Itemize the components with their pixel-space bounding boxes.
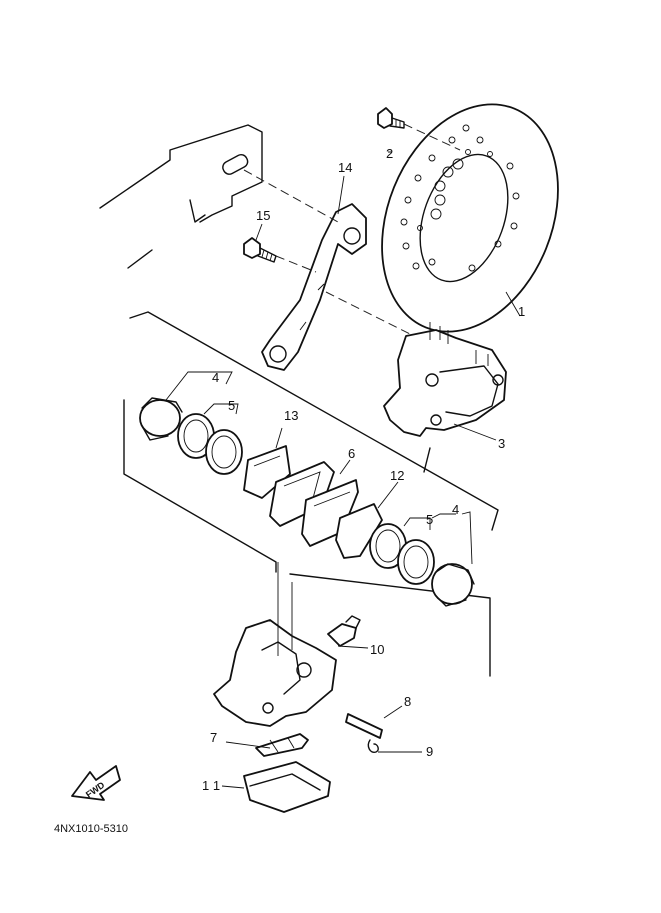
- callout-5-right: 5: [426, 512, 433, 527]
- piston-right[interactable]: [431, 563, 475, 607]
- reference-lines: [221, 123, 521, 789]
- piston-left[interactable]: [139, 397, 183, 441]
- callout-4-left: 4: [212, 370, 219, 385]
- seal-left-2[interactable]: [205, 429, 243, 475]
- catalog-code: 4NX1010-5310: [54, 823, 128, 835]
- callout-4-right: 4: [452, 502, 459, 517]
- callout-5-left: 5: [228, 398, 235, 413]
- pad-shim-12[interactable]: [335, 503, 383, 559]
- caliper-stem-line: [423, 447, 431, 473]
- torque-rod-bolt[interactable]: [243, 237, 277, 263]
- assembly-group-frame: [129, 311, 499, 531]
- disc-bolt[interactable]: [377, 107, 405, 129]
- caliper-body-lower[interactable]: [213, 619, 337, 727]
- swingarm-outline: [99, 124, 263, 269]
- callout-14: 14: [338, 160, 352, 175]
- callout-13: 13: [284, 408, 298, 423]
- seal-right-2[interactable]: [397, 539, 435, 585]
- pin-clip[interactable]: [367, 739, 379, 753]
- callout-15: 15: [256, 208, 270, 223]
- callout-1: 1: [518, 304, 525, 319]
- torque-rod[interactable]: [261, 203, 367, 371]
- callout-12: 12: [390, 468, 404, 483]
- brake-disc[interactable]: [350, 78, 590, 358]
- callout-8: 8: [404, 694, 411, 709]
- callout-3: 3: [498, 436, 505, 451]
- callout-7: 7: [210, 730, 217, 745]
- callout-10: 10: [370, 642, 384, 657]
- pad-cover[interactable]: [243, 761, 331, 813]
- callout-9: 9: [426, 744, 433, 759]
- callout-2: 2: [386, 146, 393, 161]
- callout-6: 6: [348, 446, 355, 461]
- assembly-group-frame-right: [289, 573, 491, 677]
- callout-brackets: [165, 371, 473, 565]
- caliper-pin[interactable]: [345, 713, 383, 739]
- bleed-screw[interactable]: [327, 615, 361, 647]
- assembly-group-frame-left: [123, 399, 277, 573]
- callout-11: 1 1: [202, 778, 220, 793]
- forward-arrow-icon: FWD: [71, 765, 121, 801]
- caliper-assembly[interactable]: [383, 322, 507, 437]
- pad-spring[interactable]: [255, 733, 309, 757]
